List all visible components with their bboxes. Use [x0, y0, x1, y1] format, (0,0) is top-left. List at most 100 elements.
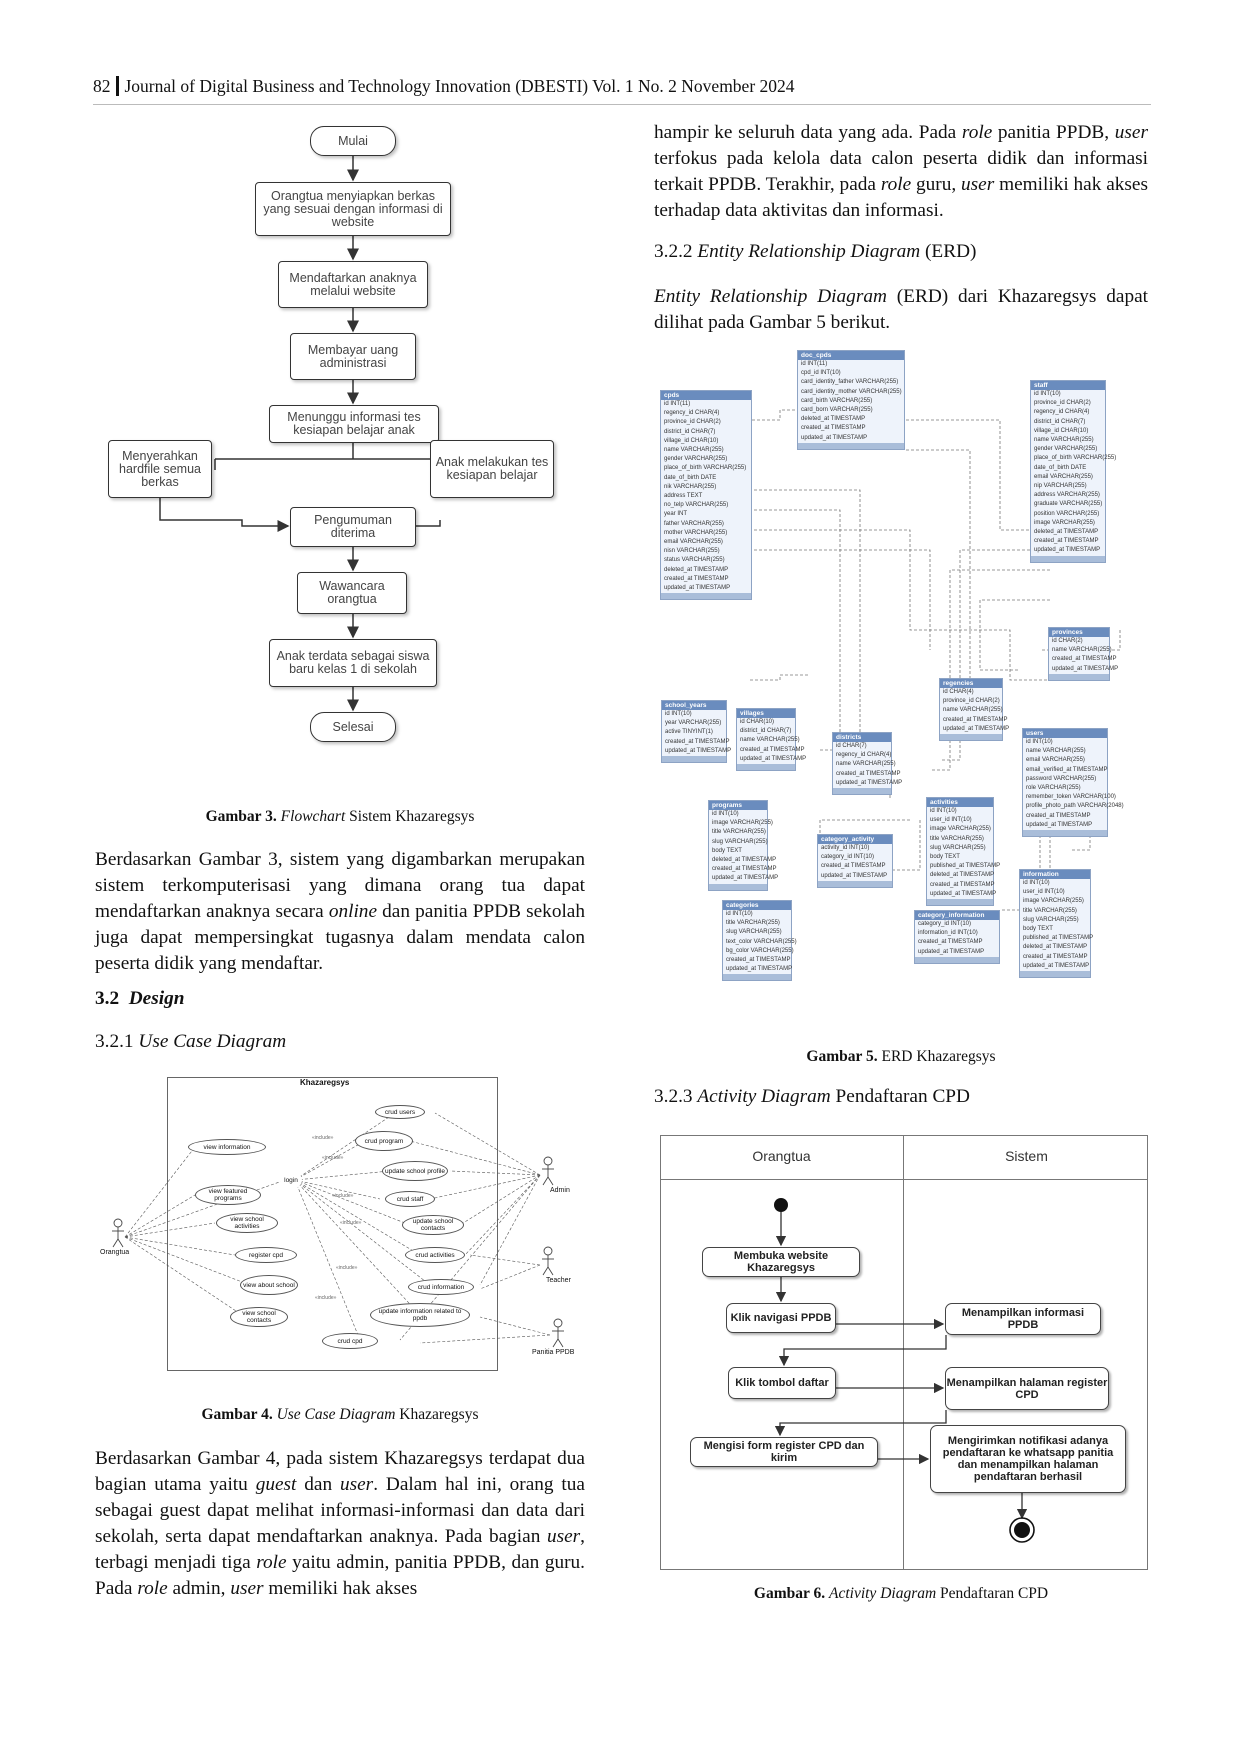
erd-column: district_id CHAR(7): [664, 428, 716, 435]
use-case-item: crud program: [355, 1131, 413, 1151]
erd-column: mother VARCHAR(255): [664, 529, 728, 536]
erd-column: name VARCHAR(255): [1034, 437, 1094, 444]
initial-node: [774, 1198, 788, 1212]
erd-column: place_of_birth VARCHAR(255): [664, 465, 747, 472]
erd-column: id CHAR(10): [740, 719, 775, 725]
erd-column: created_at TIMESTAMP: [664, 575, 729, 582]
erd-table-name: users: [1023, 729, 1107, 738]
erd-column: regency_id CHAR(4): [1034, 409, 1090, 416]
actor-panitia-ppdb: Panitia PPDB: [532, 1349, 575, 1356]
erd-column: created_at TIMESTAMP: [1052, 656, 1117, 663]
erd-column: id INT(10): [930, 808, 957, 814]
actor-orangtua: Orangtua: [100, 1249, 130, 1256]
erd-column: year VARCHAR(255): [665, 720, 722, 727]
system-title: Khazaregsys: [300, 1078, 350, 1087]
erd-column: image VARCHAR(255): [712, 820, 773, 827]
erd-column: regency_id CHAR(4): [836, 752, 892, 759]
erd-column: published_at TIMESTAMP: [1023, 935, 1094, 942]
erd-column: address TEXT: [664, 493, 703, 500]
include-tag: «include»: [340, 1220, 362, 1226]
erd-column: profile_photo_path VARCHAR(2048): [1026, 803, 1124, 810]
erd-column: slug VARCHAR(255): [1023, 916, 1079, 923]
section-3-2-3-heading: 3.2.3 Activity Diagram Pendaftaran CPD: [654, 1086, 970, 1107]
erd-column: card_identity_father VARCHAR(255): [801, 379, 899, 386]
section-3-2-heading: 3.2 Design: [95, 988, 185, 1009]
use-case-item: update school profile: [382, 1161, 448, 1181]
erd-column: name VARCHAR(255): [664, 447, 724, 454]
erd-column: title VARCHAR(255): [726, 920, 780, 927]
paragraph-erd-intro: Entity Relationship Diagram (ERD) dari K…: [654, 286, 1148, 333]
page-number: 82: [93, 76, 111, 96]
erd-column: nip VARCHAR(255): [1034, 483, 1087, 490]
erd-column: title VARCHAR(255): [930, 835, 984, 842]
erd-column: active TINYINT(1): [665, 729, 713, 736]
erd-table-footer: [661, 593, 751, 600]
caption-figure-4: Gambar 4. Use Case Diagram Khazaregsys: [201, 1406, 479, 1423]
erd-column: updated_at TIMESTAMP: [836, 779, 903, 786]
use-case-item: crud information: [408, 1279, 474, 1295]
erd-column: created_at TIMESTAMP: [665, 738, 730, 745]
erd-column: created_at TIMESTAMP: [1023, 953, 1088, 960]
caption-figure-3: Gambar 3. Flowchart Sistem Khazaregsys: [205, 808, 475, 825]
erd-table-footer: [833, 788, 891, 795]
erd-table-footer: [1023, 830, 1107, 837]
erd-column: date_of_birth DATE: [1034, 464, 1087, 471]
erd-column: role VARCHAR(255): [1026, 785, 1081, 792]
include-tag: «include»: [312, 1135, 334, 1141]
lane-orangtua: Orangtua: [752, 1148, 811, 1164]
paragraph-flowchart-explanation: Berdasarkan Gambar 3, sistem yang digamb…: [95, 849, 586, 974]
lane-sistem: Sistem: [1005, 1148, 1048, 1164]
erd-column: place_of_birth VARCHAR(255): [1034, 455, 1117, 462]
erd-column: id INT(10): [665, 711, 692, 717]
erd-table-name: programs: [709, 801, 767, 810]
erd-column: image VARCHAR(255): [930, 826, 991, 833]
flow-step-prepare-files: Orangtua menyiapkan berkas yang sesuai d…: [255, 182, 451, 236]
erd-column: name VARCHAR(255): [836, 761, 896, 768]
erd-table-name: provinces: [1049, 628, 1109, 637]
erd-column: deleted_at TIMESTAMP: [930, 872, 995, 879]
erd-column: cpd_id INT(10): [801, 370, 841, 377]
erd-column: updated_at TIMESTAMP: [1034, 547, 1101, 554]
erd-column: information_id INT(10): [918, 930, 978, 937]
section-3-2-2-heading: 3.2.2 Entity Relationship Diagram (ERD): [654, 241, 977, 262]
erd-table-name: doc_cpds: [798, 351, 904, 360]
erd-column: id INT(10): [726, 911, 753, 917]
use-case-links: [112, 1112, 564, 1348]
swimlane-divider: [903, 1135, 905, 1570]
erd-column: slug VARCHAR(255): [726, 929, 782, 936]
erd-column: id CHAR(2): [1052, 638, 1083, 644]
erd-table-footer: [709, 883, 767, 890]
erd-column: image VARCHAR(255): [1034, 519, 1095, 526]
erd-column: deleted_at TIMESTAMP: [664, 566, 729, 573]
erd-column: created_at TIMESTAMP: [726, 957, 791, 964]
erd-column: body TEXT: [930, 854, 960, 861]
erd-column: text_color VARCHAR(255): [726, 938, 797, 945]
activity-diagram: Orangtua Sistem Membuka website Khazareg…: [660, 1135, 1150, 1575]
flow-step-pay: Membayar uang administrasi: [290, 333, 416, 380]
erd-column: name VARCHAR(255): [1026, 748, 1086, 755]
erd-column: graduate VARCHAR(255): [1034, 501, 1103, 508]
journal-title: Journal of Digital Business and Technolo…: [124, 76, 795, 96]
use-case-login: login: [280, 1171, 302, 1189]
erd-table-name: districts: [833, 733, 891, 742]
activity-send-notification: Mengirimkan notifikasi adanya pendaftara…: [930, 1425, 1126, 1493]
erd-column: updated_at TIMESTAMP: [712, 875, 779, 882]
flow-step-wait-test: Menunggu informasi tes kesiapan belajar …: [269, 405, 439, 443]
erd-column: updated_at TIMESTAMP: [726, 966, 793, 973]
erd-column: deleted_at TIMESTAMP: [1034, 529, 1099, 536]
final-node: [1009, 1517, 1035, 1543]
erd-column: regency_id CHAR(4): [664, 410, 720, 417]
erd-column: nik VARCHAR(255): [664, 483, 717, 490]
caption-figure-6: Gambar 6. Activity Diagram Pendaftaran C…: [753, 1585, 1049, 1602]
erd-column: name VARCHAR(255): [943, 707, 1003, 714]
activity-click-register-button: Klik tombol daftar: [728, 1367, 836, 1399]
use-case-item: view featured programs: [195, 1185, 261, 1205]
